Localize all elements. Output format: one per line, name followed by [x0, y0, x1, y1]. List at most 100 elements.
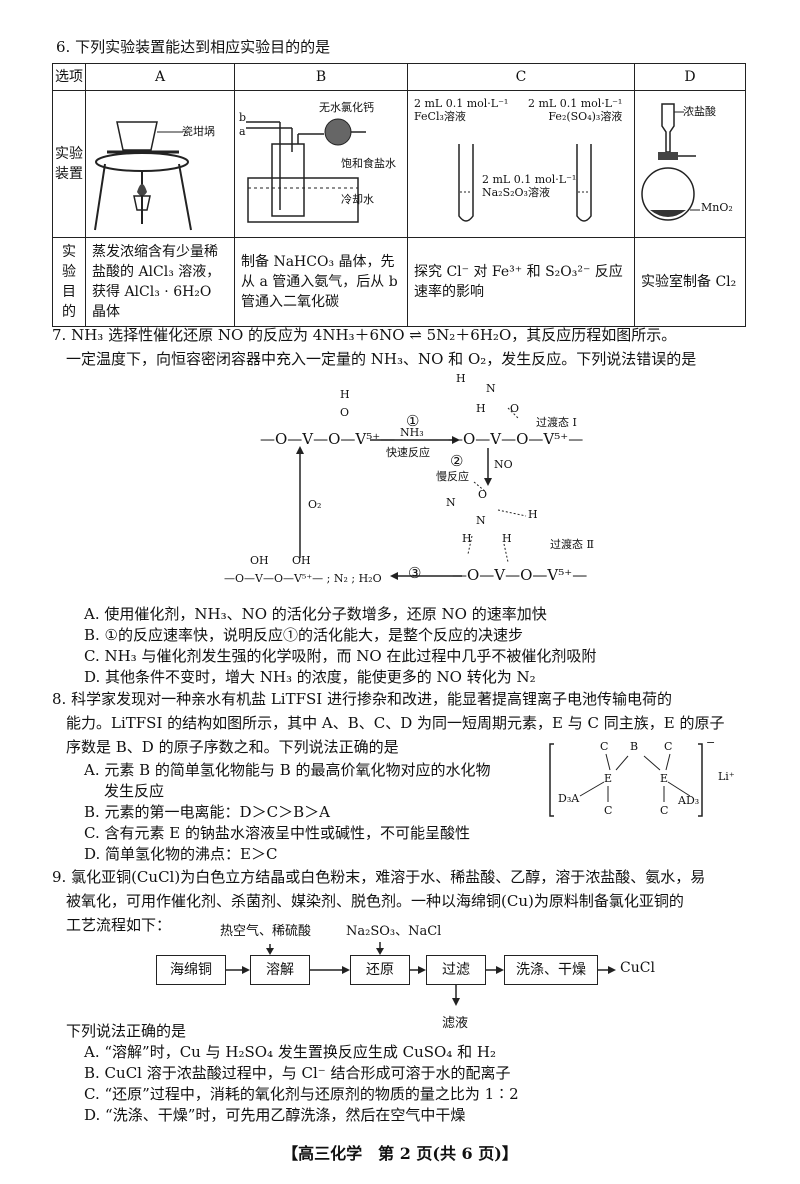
ts2-h: H — [528, 508, 538, 521]
q7-option-a: A. 使用催化剂，NH₃、NO 的活化分子数增多，还原 NO 的速率加快 — [84, 605, 547, 623]
flow-product: CuCl — [620, 960, 655, 976]
q9-option-d: D. “洗涤、干燥”时，可先用乙醇洗涤，然后在空气中干燥 — [84, 1106, 466, 1124]
flow-box-reduce: 还原 — [350, 955, 410, 985]
apparatus-c: 2 mL 0.1 mol·L⁻¹ FeCl₃溶液 2 mL 0.1 mol·L⁻… — [407, 90, 635, 238]
test-tubes-diagram — [458, 144, 592, 222]
q7-mechanism-diagram: H O —O—V—O—V⁵⁺— ① NH₃ 快速反应 H N H O —O—V—… — [224, 368, 640, 608]
ts2-n-no: N — [446, 496, 456, 509]
ts2-n: N — [476, 514, 486, 527]
bottom-oh-left: OH — [250, 554, 269, 567]
q7-option-b: B. ①的反应速率快，说明反应①的活化能大，是整个反应的决速步 — [84, 626, 524, 644]
q8-stem-line2: 能力。LiTFSI 的结构如图所示，其中 A、B、C、D 为同一短周期元素，E … — [66, 714, 725, 732]
label-conc-hcl: 浓盐酸 — [683, 105, 716, 118]
struct-c2: C — [664, 740, 673, 753]
flow-filtrate: 滤液 — [442, 1016, 469, 1031]
chain-ts2: —O—V—O—V⁵⁺— — [452, 566, 588, 584]
struct-c3: C — [604, 804, 613, 817]
q8-option-c: C. 含有元素 E 的钠盐水溶液呈中性或碱性，不可能呈酸性 — [84, 824, 470, 842]
chain-top-left: —O—V—O—V⁵⁺— — [260, 430, 396, 448]
step2-slow: 慢反应 — [436, 470, 469, 483]
q8-option-d: D. 简单氢化物的沸点：E＞C — [84, 845, 278, 863]
step1-fast: 快速反应 — [386, 446, 430, 459]
flow-box-dissolve: 溶解 — [250, 955, 310, 985]
struct-b: B — [630, 740, 639, 753]
header-c: C — [407, 63, 635, 91]
purpose-a: 蒸发浓缩含有少量稀盐酸的 AlCl₃ 溶液，获得 AlCl₃ · 6H₂O 晶体 — [85, 237, 235, 327]
apparatus-a: 瓷坩埚 — [85, 90, 235, 238]
q9-stem-line1: 9. 氯化亚铜(CuCl)为白色立方结晶或白色粉末，难溶于水、稀盐酸、乙醇，溶于… — [52, 868, 706, 886]
label-na2s2o3: 2 mL 0.1 mol·L⁻¹ Na₂S₂O₃溶液 — [482, 173, 577, 199]
step2-reagent: NO — [494, 458, 513, 471]
chain-ts1: —O—V—O—V⁵⁺— — [448, 430, 584, 448]
mechanism-arrows — [296, 407, 527, 580]
q7-stem-line1: 7. NH₃ 选择性催化还原 NO 的反应为 4NH₃＋6NO ⇌ 5N₂＋6H… — [52, 326, 677, 344]
purpose-b: 制备 NaHCO₃ 晶体，先从 a 管通入氨气，后从 b 管通入二氧化碳 — [234, 237, 408, 327]
ts2-label: 过渡态 Ⅱ — [550, 538, 594, 551]
ts1-label: 过渡态 Ⅰ — [536, 416, 577, 429]
q8-option-a: A. 元素 B 的简单氢化物能与 B 的最高价氧化物对应的水化物 — [84, 761, 491, 779]
q8-stem-line1: 8. 科学家发现对一种亲水有机盐 LiTFSI 进行掺杂和改进，能显著提高锂离子… — [52, 690, 672, 708]
header-b: B — [234, 63, 408, 91]
q7-option-c: C. NH₃ 与催化剂发生强的化学吸附，而 NO 在此过程中几乎不被催化剂吸附 — [84, 647, 597, 665]
ts2-o-no: O — [478, 488, 488, 501]
bottom-oh-right: OH — [292, 554, 311, 567]
chlorine-setup-diagram — [641, 103, 700, 221]
q6-stem: 6. 下列实验装置能达到相应实验目的的是 — [56, 38, 331, 56]
apparatus-d: 浓盐酸 MnO₂ — [634, 90, 746, 238]
struct-d3a: D₃A — [558, 792, 580, 805]
label-saturated-brine: 饱和食盐水 — [341, 157, 396, 170]
q7-option-d: D. 其他条件不变时，增大 NH₃ 的浓度，能使更多的 NO 转化为 N₂ — [84, 668, 536, 686]
label-tube-a: a — [239, 125, 246, 138]
q9-stem-line3: 工艺流程如下： — [66, 916, 172, 934]
q9-flowchart: 热空气、稀硫酸 Na₂SO₃、NaCl 海绵铜 溶解 还原 过滤 洗涤、干燥 C… — [150, 924, 710, 1050]
litfsi-bonds — [549, 743, 703, 817]
flow-arrows — [226, 942, 616, 1006]
ts1-n: N — [486, 382, 496, 395]
page-footer: 【高三化学 第 2 页(共 6 页)】 — [282, 1144, 518, 1163]
header-d: D — [634, 63, 746, 91]
q8-option-b: B. 元素的第一电离能：D＞C＞B＞A — [84, 803, 330, 821]
step2-marker: ② — [450, 452, 464, 470]
label-tube-b: b — [239, 111, 247, 124]
q9-stem-line2: 被氧化，可用作催化剂、杀菌剂、媒染剂、脱色剂。一种以海绵铜(Cu)为原料制备氯化… — [66, 892, 684, 910]
struct-charge: − — [706, 736, 716, 749]
step1-marker: ① — [406, 412, 420, 430]
flow-box-filter: 过滤 — [426, 955, 486, 985]
chain-bottom: —O—V—O—V⁵⁺— ; N₂ ; H₂O — [224, 572, 382, 585]
step3-marker: ③ — [408, 564, 422, 582]
purpose-c: 探究 Cl⁻ 对 Fe³⁺ 和 S₂O₃²⁻ 反应速率的影响 — [407, 237, 635, 327]
q9-option-c: C. “还原”过程中，消耗的氧化剂与还原剂的物质的量之比为 1∶2 — [84, 1085, 519, 1103]
nahco3-setup-diagram — [246, 118, 366, 223]
q8-option-a-cont: 发生反应 — [104, 782, 165, 800]
flow-input-dissolve: 热空气、稀硫酸 — [220, 924, 312, 939]
flow-box-sponge-copper: 海绵铜 — [156, 955, 226, 985]
struct-c4: C — [660, 804, 669, 817]
label-crucible: 瓷坩埚 — [182, 125, 215, 138]
row-device-label: 实验 装置 — [52, 90, 86, 238]
label-cooling-water: 冷却水 — [341, 193, 374, 206]
q9-option-a: A. “溶解”时，Cu 与 H₂SO₄ 发生置换反应生成 CuSO₄ 和 H₂ — [84, 1043, 496, 1061]
top-left-o: O — [340, 406, 350, 419]
step1-reagent: NH₃ — [400, 426, 424, 439]
litfsi-structure: C B C E E C C D₃A AD₃ − Li⁺ — [548, 736, 758, 822]
label-fe2so43: 2 mL 0.1 mol·L⁻¹ Fe₂(SO₄)₃溶液 — [528, 97, 623, 123]
flow-box-wash-dry: 洗涤、干燥 — [504, 955, 598, 985]
row-purpose-label: 实验 目的 — [52, 237, 86, 327]
label-mno2: MnO₂ — [701, 201, 733, 214]
ts1-o: O — [510, 402, 520, 415]
crucible-tripod-diagram — [94, 121, 192, 231]
q9-option-b: B. CuCl 溶于浓盐酸过程中，与 Cl⁻ 结合形成可溶于水的配离子 — [84, 1064, 511, 1082]
label-fecl3: 2 mL 0.1 mol·L⁻¹ FeCl₃溶液 — [414, 97, 509, 123]
ts1-h: H — [476, 402, 486, 415]
q7-stem-line2: 一定温度下，向恒容密闭容器中充入一定量的 NH₃、NO 和 O₂，发生反应。下列… — [66, 350, 697, 368]
header-option: 选项 — [52, 63, 86, 91]
struct-ad3: AD₃ — [678, 794, 700, 807]
apparatus-b: b a 无水氯化钙 饱和食盐水 冷却水 — [234, 90, 408, 238]
q6-table: 选项 A B C D 实验 装置 瓷坩埚 — [52, 63, 746, 327]
ts1-h-top: H — [456, 372, 466, 385]
struct-li: Li⁺ — [718, 770, 735, 783]
o2-reagent: O₂ — [308, 498, 322, 511]
label-cacl2: 无水氯化钙 — [319, 101, 374, 114]
ts2-h-left: H — [462, 532, 472, 545]
header-a: A — [85, 63, 235, 91]
